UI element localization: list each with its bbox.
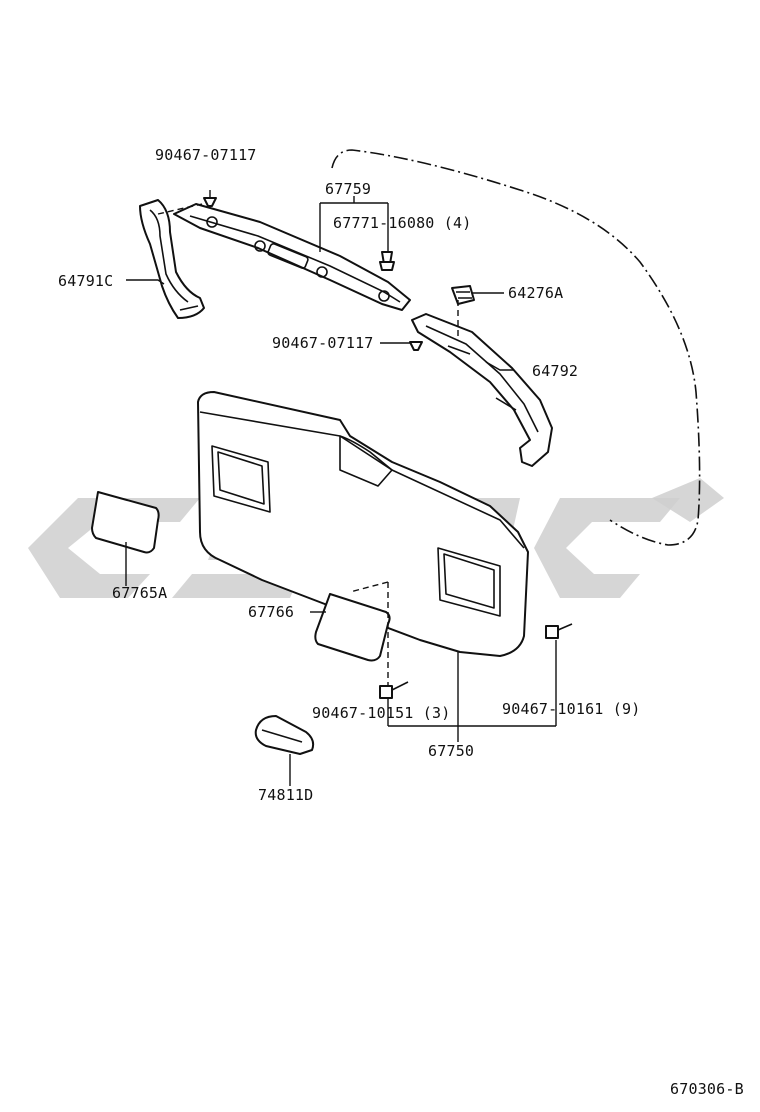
fastener-90467-10161: [545, 623, 573, 639]
part-64276a-clip: [451, 285, 475, 305]
fastener-90467-07117-top: [203, 190, 217, 207]
label-64792: 64792: [532, 362, 578, 380]
label-64276a: 64276A: [508, 284, 563, 302]
label-67759: 67759: [325, 180, 371, 198]
label-67766: 67766: [248, 603, 294, 621]
leader-lines: [125, 196, 557, 786]
fastener-67771-16080: [379, 251, 395, 271]
label-90467-10161: 90467-10161 (9): [502, 700, 640, 718]
label-67765a: 67765A: [112, 584, 167, 602]
part-67750-trim-board: [197, 391, 529, 657]
part-67759-upper-garnish: [173, 203, 411, 311]
part-64791c-trim: [139, 199, 205, 319]
back-door-outline: [331, 149, 701, 546]
label-74811d: 74811D: [258, 786, 313, 804]
part-74811d-handle: [254, 715, 315, 755]
label-90467-07117-top: 90467-07117: [155, 146, 257, 164]
label-67771-16080: 67771-16080 (4): [333, 214, 471, 232]
label-64791c: 64791C: [58, 272, 113, 290]
fastener-90467-07117-mid: [409, 341, 423, 351]
label-67750: 67750: [428, 742, 474, 760]
fastener-90467-10151: [379, 681, 409, 699]
part-67765a-cover: [91, 491, 160, 554]
label-90467-10151: 90467-10151 (3): [312, 704, 450, 722]
label-90467-07117-mid: 90467-07117: [272, 334, 374, 352]
part-64792-trim: [411, 313, 553, 467]
part-67766-cover: [314, 593, 391, 662]
figure-code: 670306-B: [670, 1080, 744, 1098]
